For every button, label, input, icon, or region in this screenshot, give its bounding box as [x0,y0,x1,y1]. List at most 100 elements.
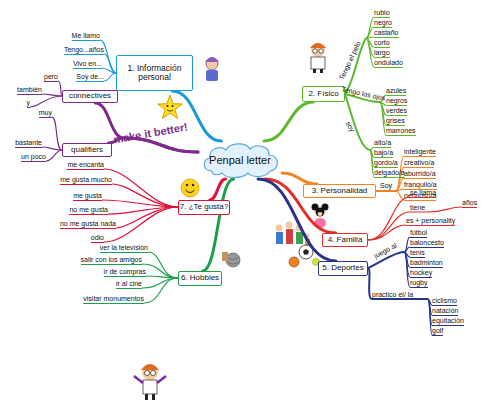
leaf-label: ondulado [374,58,403,68]
leaf-line [366,38,374,67]
leaf-label: badminton [410,258,443,268]
leaf-line [102,68,116,73]
leaf-label: verdes [386,106,407,116]
kid-picture [205,57,219,62]
smiley-face [186,190,195,193]
branch-box: 7. ¿Te gusta? [178,200,230,215]
leaf-label: Soy [380,181,392,190]
sport-balls [289,245,320,267]
branch-box: 5. Deportes [318,261,368,276]
leaf-line [52,117,62,150]
dexter-picture [313,69,316,73]
leaf-line [102,200,178,207]
minnie-picture [316,208,325,217]
leaf-line [142,264,178,278]
kid-picture [206,58,218,70]
central-cloud: Penpal letter [198,141,282,179]
hobby-picture [226,253,240,267]
node-text: 1. Información personal [117,64,192,83]
hobby-picture [222,252,240,267]
branch-box: 2. Físico [302,86,345,102]
leaf-label: ir de compras [104,267,146,277]
leaf-label: se llama [410,188,436,198]
leaf-line [376,190,396,192]
leaf-label: castaño [374,28,399,38]
node-text: Penpal letter [209,154,271,166]
smiley-face [181,179,199,197]
leaf-label: Tengo el pelo [337,39,363,81]
branch-connector [203,179,234,271]
leaf-line [368,197,462,240]
leaf-line [116,207,178,228]
leaf-line [428,207,462,212]
sport-balls [289,257,299,267]
leaf-label: baloncesto [410,238,444,248]
node-text: 3. Personalidad [312,187,368,196]
family-picture [286,222,293,229]
leaf-label: practico el/ la [372,290,413,299]
leaf-label: inteligente [404,147,436,157]
leaf-label: tiene [410,203,425,212]
family-picture [286,229,293,244]
leaf-label: franquilo/a [404,180,437,190]
leaf-label: aburrido/a [404,169,436,179]
dexter-picture [145,394,148,400]
branch-box: 4. Familia [322,233,368,247]
dexter-picture [145,371,150,376]
dexter-picture [142,364,158,380]
leaf-label: pero [44,72,58,82]
dexter-picture [320,69,323,73]
leaf-label: equitación [432,316,464,326]
dexter-picture [134,364,166,400]
leaf-line [46,150,62,161]
leaf-line [102,169,178,242]
node-text: connectives [69,92,111,101]
leaf-label: marrones [386,126,416,136]
leaf-line [368,225,406,240]
dexter-picture [311,57,325,69]
dexter-picture [152,394,155,400]
leaf-label: tenis [410,248,425,258]
leaf-label: un poco [21,152,46,162]
branch-connector [264,102,313,141]
leaf-label: fútbol [410,228,427,238]
leaf-label: muy [39,108,52,118]
leaf-label: natación [432,306,458,316]
dexter-picture [319,49,323,53]
leaf-label: bajo/a [374,148,393,158]
leaf-line [368,237,432,335]
branch-box: qualifiers [62,143,112,157]
leaf-label: Me llamo [72,31,100,41]
leaf-label: odio [91,233,104,243]
leaf-label: ciclismo [432,296,457,306]
branch-box: 3. Personalidad [303,184,376,198]
leaf-line [42,147,62,150]
kid-picture [206,70,218,81]
leaf-label: ver la televisión [100,243,148,253]
leaf-label: me encanta [67,160,104,170]
hobby-picture [222,252,228,261]
hobby-picture [227,257,239,264]
dexter-picture [134,376,166,383]
node-text: 6. Hobbies [181,274,219,283]
leaf-label: y [27,98,31,108]
family-picture [276,225,283,232]
leaf-label: azules [386,86,406,96]
node-text: 4. Familia [328,236,363,245]
leaf-label: negro [374,18,392,28]
leaf-label: largo [374,48,390,58]
leaf-line [104,73,116,81]
leaf-label: juego al [372,240,398,259]
leaf-line [396,189,404,191]
leaf-label: soy [343,119,356,133]
smiley-face [192,184,194,186]
leaf-line [144,278,178,303]
leaf-label: creativo/a [404,158,434,168]
leaf-label: es + personality [406,216,455,226]
leaf-line [396,178,404,191]
dexter-picture [143,380,157,394]
leaf-line [366,27,374,38]
star-picture [158,95,183,119]
dexter-picture [311,43,325,57]
leaf-line [142,252,178,303]
